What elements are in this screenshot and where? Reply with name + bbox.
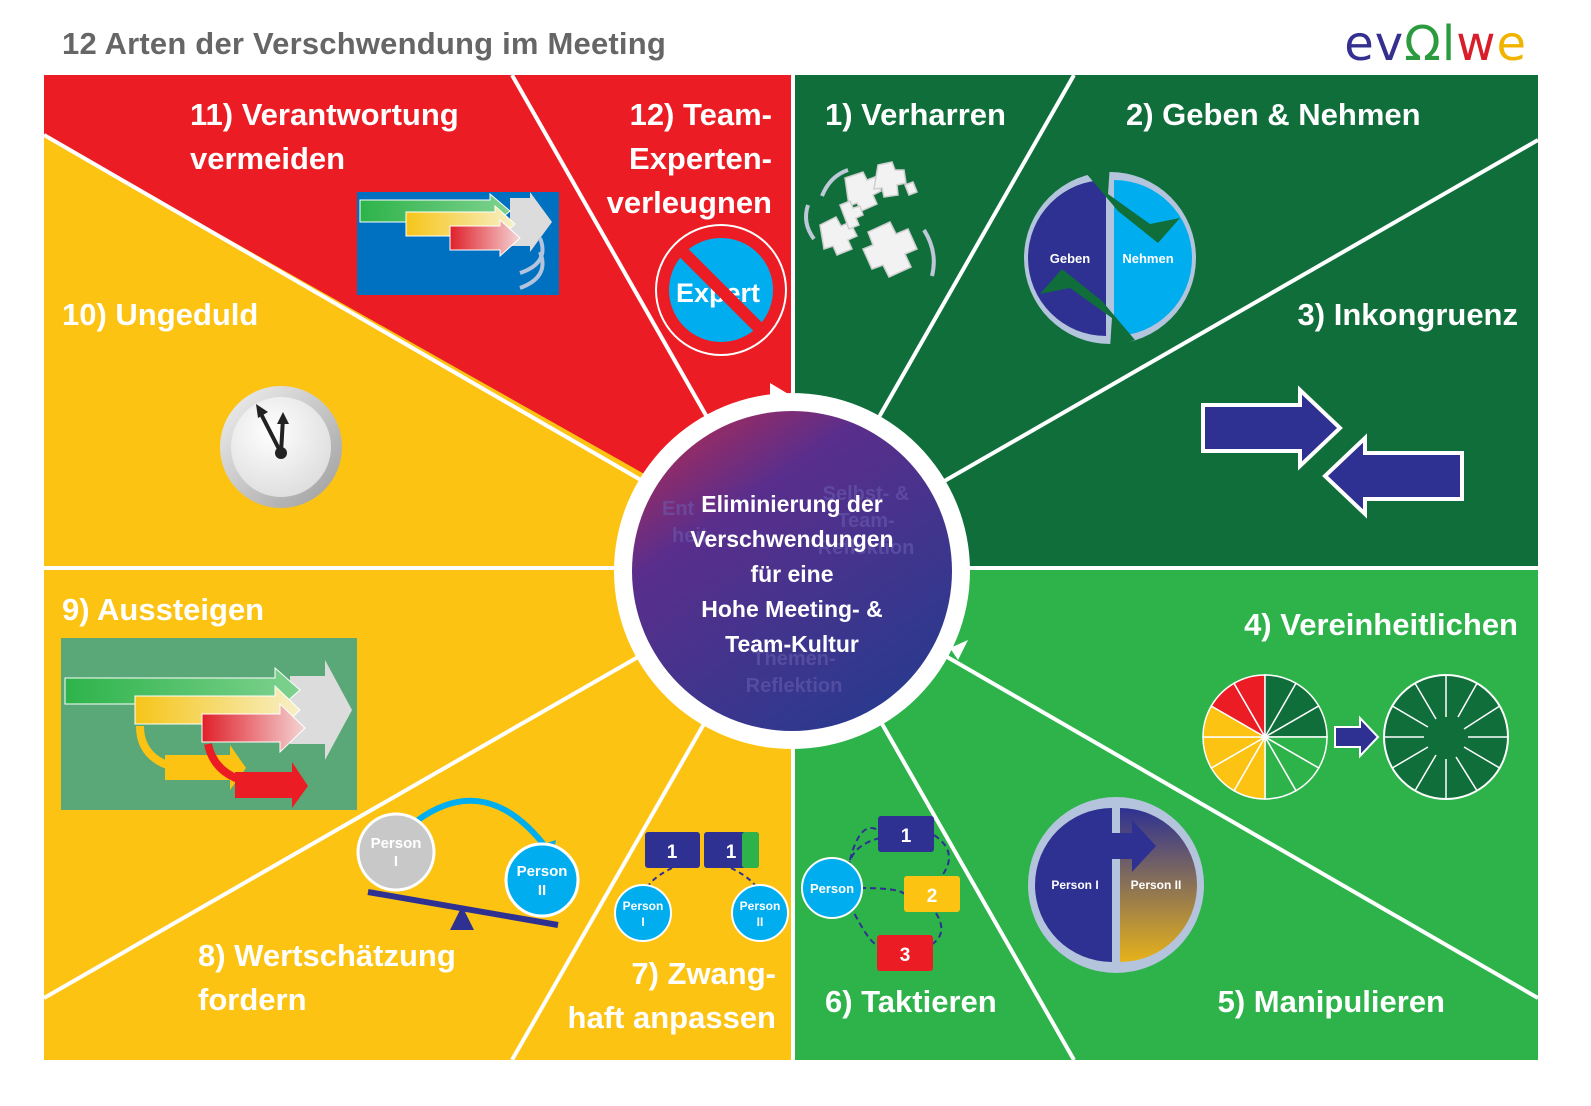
label-11b: vermeiden	[190, 141, 345, 176]
geben-label: Geben	[1050, 251, 1091, 266]
label-12a: 12) Team-	[630, 97, 772, 132]
ghost-left-1: Ent	[662, 498, 695, 520]
conform-person-2-num: II	[757, 915, 764, 929]
center-line-2: Verschwendungen	[690, 526, 893, 552]
person-1-label: Person I	[1051, 878, 1098, 892]
ghost-right-1: Selbst- &	[823, 483, 910, 505]
person-2-label: Person II	[1131, 878, 1182, 892]
label-8b: fordern	[198, 982, 307, 1017]
conform-icon: 1 1 Person I Person II	[614, 832, 789, 942]
exit-arrows-icon	[61, 638, 357, 810]
num-2-label: 2	[927, 886, 938, 907]
person-label: Person	[810, 881, 854, 896]
tactics-network-icon: Person 1 2 3	[801, 816, 960, 971]
label-12b: Experten-	[629, 141, 772, 176]
conform-num-1: 1	[667, 842, 678, 863]
opposing-arrows-icon	[1201, 385, 1464, 519]
pie-to-green-pie-icon	[1202, 674, 1509, 800]
dodge-arrows-icon	[357, 192, 559, 295]
seesaw-person-2-num: II	[538, 882, 546, 899]
page-title: 12 Arten der Verschwendung im Meeting	[62, 26, 666, 61]
ghost-right-3: Reflektion	[818, 537, 915, 559]
no-expert-icon: Expert	[655, 224, 787, 356]
label-3: 3) Inkongruenz	[1298, 297, 1518, 332]
evolwe-logo: evΩlwe	[1344, 16, 1527, 72]
ghost-bottom-1: Themen-	[752, 648, 835, 670]
clock-icon	[220, 386, 342, 508]
ghost-left-2: heit	[672, 525, 708, 547]
person-circle-icon: Person I Person II	[1028, 797, 1204, 973]
label-2: 2) Geben & Nehmen	[1126, 97, 1421, 132]
num-3-label: 3	[900, 945, 911, 966]
center-line-3: für eine	[750, 561, 833, 587]
label-7a: 7) Zwang-	[631, 956, 776, 991]
label-12c: verleugnen	[607, 185, 772, 220]
give-take-circle-icon: Geben Nehmen	[1024, 164, 1196, 348]
conform-num-2: 1	[726, 842, 737, 863]
center-circle: Ent heit Selbst- & Team- Reflektion Them…	[614, 383, 970, 749]
label-10: 10) Ungeduld	[62, 297, 258, 332]
nehmen-label: Nehmen	[1122, 251, 1173, 266]
ghost-right-2: Team-	[837, 510, 894, 532]
num-1-label: 1	[901, 826, 912, 847]
seesaw-person-1-num: I	[394, 853, 398, 870]
label-4: 4) Vereinheitlichen	[1244, 607, 1518, 642]
puzzle-pieces-icon	[804, 161, 936, 278]
seesaw-person-1: Person	[371, 835, 422, 852]
conform-person-1: Person	[623, 899, 664, 913]
label-8a: 8) Wertschätzung	[198, 938, 456, 973]
label-5: 5) Manipulieren	[1218, 984, 1445, 1019]
label-11a: 11) Verantwortung	[190, 97, 459, 132]
ghost-bottom-2: Reflektion	[746, 675, 843, 697]
center-line-4: Hohe Meeting- &	[701, 596, 882, 622]
red-region	[44, 75, 793, 568]
conform-person-2: Person	[740, 899, 781, 913]
seesaw-person-2: Person	[517, 863, 568, 880]
center-line-1: Eliminierung der	[701, 491, 883, 517]
label-1: 1) Verharren	[825, 97, 1006, 132]
label-6: 6) Taktieren	[825, 984, 997, 1019]
center-line-5: Team-Kultur	[725, 631, 859, 657]
label-9: 9) Aussteigen	[62, 592, 264, 627]
seesaw-icon: Person I Person II	[356, 797, 580, 930]
label-7b: haft anpassen	[568, 1000, 776, 1035]
conform-person-1-num: I	[641, 915, 644, 929]
